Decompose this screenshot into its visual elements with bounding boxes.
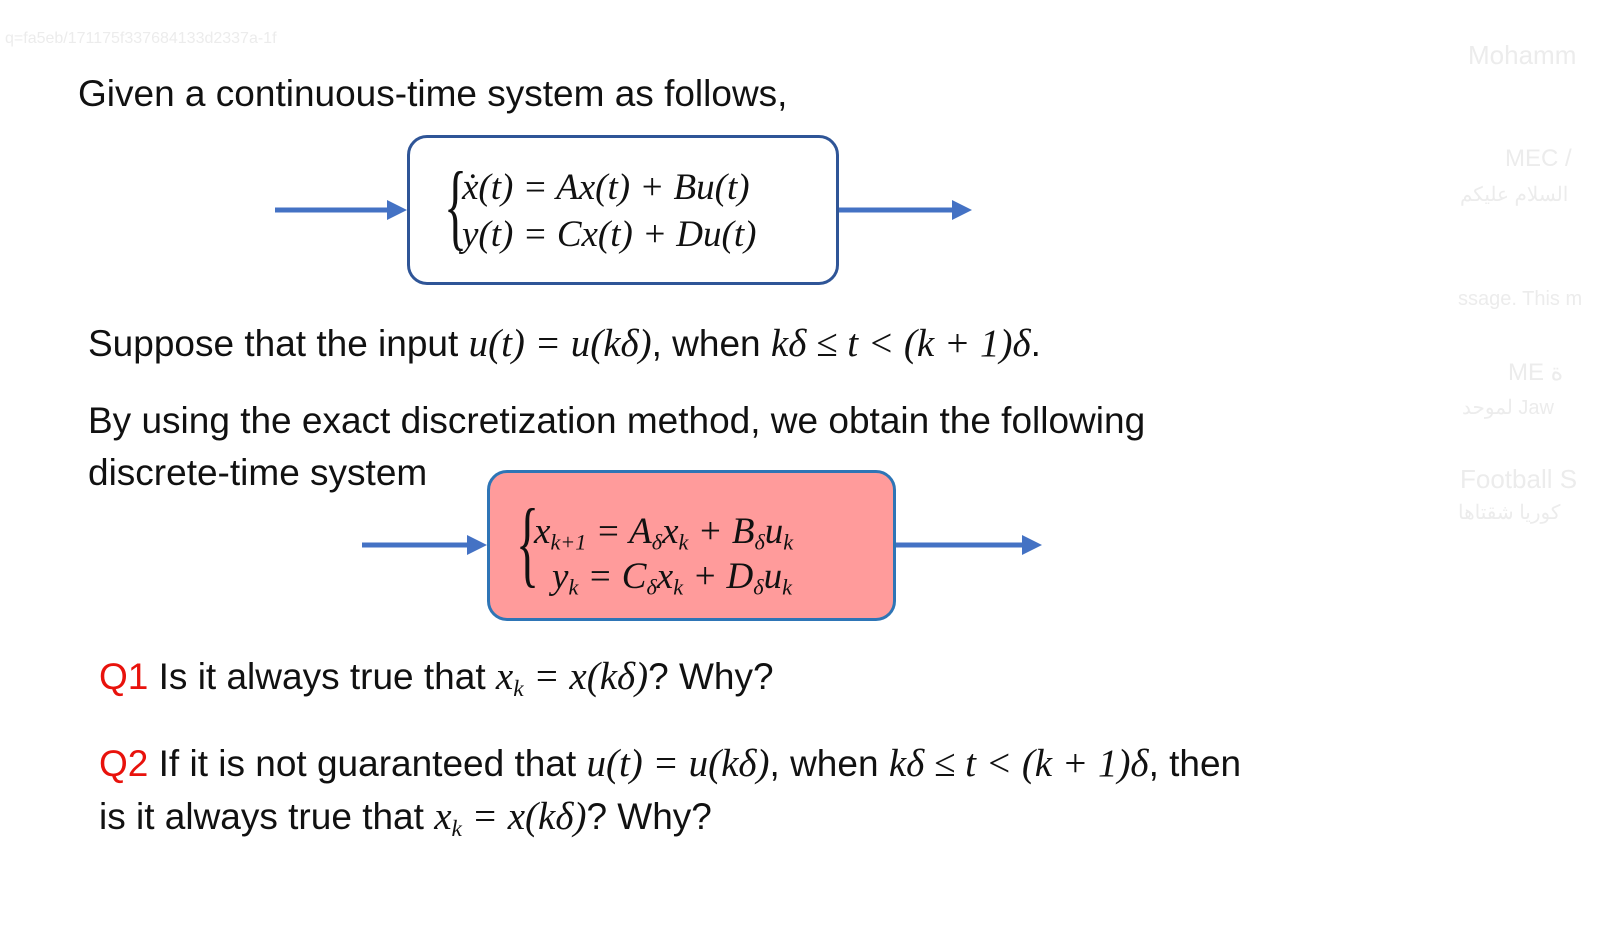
question-2-text-c: , then bbox=[1148, 743, 1242, 784]
question-2-line-2-text-b: ? Why? bbox=[586, 796, 712, 837]
question-2-line-1: Q2 If it is not guaranteed that u(t) = u… bbox=[99, 741, 1241, 786]
background-side-line-3: ssage. This m bbox=[1458, 288, 1583, 310]
question-1-text-b: ? Why? bbox=[648, 656, 774, 697]
intro-text: Given a continuous-time system as follow… bbox=[78, 73, 788, 114]
question-1: Q1 Is it always true that xk = x(kδ)? Wh… bbox=[99, 654, 774, 703]
question-1-expression: xk = x(kδ) bbox=[495, 655, 649, 703]
system1-output-arrow bbox=[839, 200, 972, 220]
question-1-label: Q1 bbox=[99, 656, 149, 697]
system2-left-brace: { bbox=[516, 489, 540, 596]
question-2-interval-expression: kδ ≤ t < (k + 1)δ bbox=[888, 742, 1149, 785]
question-2-label: Q2 bbox=[99, 743, 149, 784]
background-side-name-4: ME ة bbox=[1508, 359, 1564, 386]
question-2-line-2-expression: xk = x(kδ) bbox=[434, 795, 587, 843]
background-id-text: q=fa5eb/171175f337684133d2337a-1f bbox=[5, 30, 277, 47]
background-side-line-2: السلام عليكم bbox=[1460, 184, 1569, 206]
question-2-text-b: , when bbox=[769, 743, 889, 784]
suppose-text-c: . bbox=[1030, 323, 1041, 364]
system2-output-arrow bbox=[896, 535, 1042, 555]
background-side-line-5: كوريا شقتاها bbox=[1458, 502, 1561, 524]
question-2-text-a: If it is not guaranteed that bbox=[148, 743, 587, 784]
method-line-1: By using the exact discretization method… bbox=[88, 400, 1146, 441]
question-2-input-expression: u(t) = u(kδ) bbox=[586, 742, 770, 785]
background-side-line-4: لموحد Jaw bbox=[1462, 397, 1554, 419]
question-2-line-2-text-a: is it always true that bbox=[99, 796, 435, 837]
background-side-name-5: Football S bbox=[1460, 464, 1578, 494]
background-side-name-1: Mohamm bbox=[1468, 40, 1577, 70]
continuous-system-box bbox=[407, 135, 839, 285]
system1-input-arrow bbox=[275, 200, 407, 220]
suppose-line: Suppose that the input u(t) = u(kδ), whe… bbox=[88, 321, 1041, 366]
system1-left-brace: { bbox=[444, 152, 468, 259]
system2-output-equation: yk = Cδxk + Dδuk bbox=[552, 556, 792, 600]
discrete-system-box bbox=[487, 470, 896, 621]
suppose-interval-expression: kδ ≤ t < (k + 1)δ bbox=[770, 322, 1031, 365]
system1-output-equation: y(t) = Cx(t) + Du(t) bbox=[462, 214, 757, 255]
question-1-text-a: Is it always true that bbox=[148, 656, 496, 697]
suppose-text-b: , when bbox=[651, 323, 771, 364]
system2-state-equation: xk+1 = Aδxk + Bδuk bbox=[534, 511, 794, 555]
suppose-input-expression: u(t) = u(kδ) bbox=[468, 322, 652, 365]
suppose-text-a: Suppose that the input bbox=[88, 323, 469, 364]
method-line-2: discrete-time system bbox=[88, 452, 428, 493]
system2-input-arrow bbox=[362, 535, 487, 555]
background-side-name-2: MEC / bbox=[1505, 145, 1572, 172]
system1-state-equation: ẋ(t) = Ax(t) + Bu(t) bbox=[462, 167, 750, 208]
question-2-line-2: is it always true that xk = x(kδ)? Why? bbox=[99, 794, 712, 843]
